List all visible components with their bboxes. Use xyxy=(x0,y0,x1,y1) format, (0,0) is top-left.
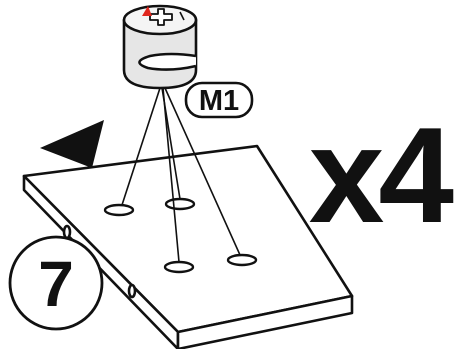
step-badge: 7 xyxy=(8,235,104,331)
cam-lock-fitting-icon xyxy=(122,4,198,90)
cross-slot xyxy=(149,8,173,26)
leader-line xyxy=(164,87,241,256)
panel-side-face xyxy=(22,174,180,349)
cam-hole xyxy=(163,260,195,274)
red-arrow-mark xyxy=(142,6,152,16)
top-mark xyxy=(179,11,185,21)
cam-hole xyxy=(103,203,135,217)
leader-line xyxy=(121,87,161,206)
step-number: 7 xyxy=(38,248,74,320)
cam-hole xyxy=(226,253,258,267)
leader-line xyxy=(162,87,180,263)
part-label: M1 xyxy=(199,85,239,117)
panel-front-face xyxy=(176,294,354,349)
panel-board-icon xyxy=(22,144,354,349)
side-hole xyxy=(127,283,137,299)
step-circle xyxy=(8,235,104,331)
cam-slot xyxy=(138,52,197,71)
part-label-frame xyxy=(184,81,254,119)
quantity-label: x4 xyxy=(309,99,454,251)
cam-hole xyxy=(164,197,196,211)
part-label-badge: M1 xyxy=(184,81,254,119)
side-hole xyxy=(62,224,72,240)
direction-arrow-icon xyxy=(40,120,104,168)
